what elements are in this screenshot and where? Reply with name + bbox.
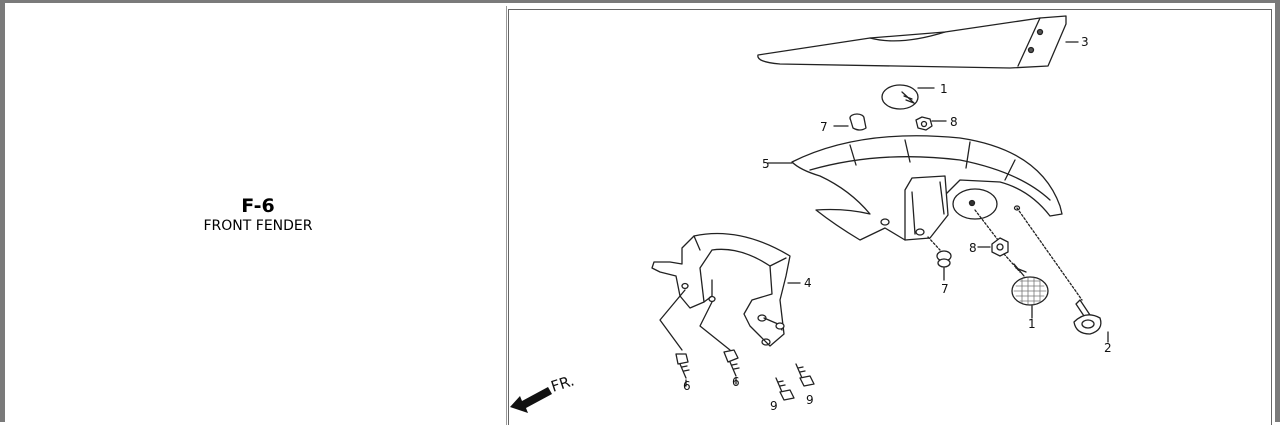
- front-direction-label: FR.: [549, 371, 577, 395]
- part-bolt-9a: [775, 377, 795, 401]
- part-reflector-lower: [1003, 253, 1049, 319]
- callout-7-top: 7: [820, 120, 828, 134]
- section-title: FRONT FENDER: [203, 217, 313, 234]
- bolt-leader-lines: [659, 289, 731, 351]
- column-divider: [506, 6, 507, 425]
- callout-3: 3: [1081, 35, 1089, 49]
- section-code: F-6: [241, 194, 275, 217]
- section-label-cell: F-6 FRONT FENDER: [10, 6, 506, 425]
- part-bolt-9b: [795, 363, 815, 387]
- part-grommet-top-real: [849, 113, 867, 131]
- part-grommet-lower: [927, 236, 952, 281]
- part-fastener-2: [1016, 207, 1109, 343]
- part-top-cover: [757, 15, 1079, 69]
- callout-8-top: 8: [950, 115, 958, 129]
- callout-9a: 9: [770, 399, 778, 413]
- callout-1-top: 1: [940, 82, 948, 96]
- callout-8-lower: 8: [969, 241, 977, 255]
- callout-6a: 6: [683, 379, 691, 393]
- callout-1-lower: 1: [1028, 317, 1036, 331]
- callout-7-lower: 7: [941, 282, 949, 296]
- part-bolt-6b: [723, 349, 740, 385]
- part-front-fender: [767, 135, 1063, 241]
- diagram-cell: [508, 9, 1272, 425]
- front-direction-arrow-icon: [510, 387, 552, 413]
- callout-5: 5: [762, 157, 770, 171]
- callout-6b: 6: [732, 375, 740, 389]
- callout-4: 4: [804, 276, 812, 290]
- part-fender-bracket: [651, 232, 801, 347]
- part-nut-top: [915, 116, 947, 131]
- part-nut-lower: [974, 209, 1009, 257]
- part-reflector-top: [881, 84, 935, 110]
- callout-2: 2: [1104, 341, 1112, 355]
- callout-9b: 9: [806, 393, 814, 407]
- part-bolt-6a: [675, 353, 690, 387]
